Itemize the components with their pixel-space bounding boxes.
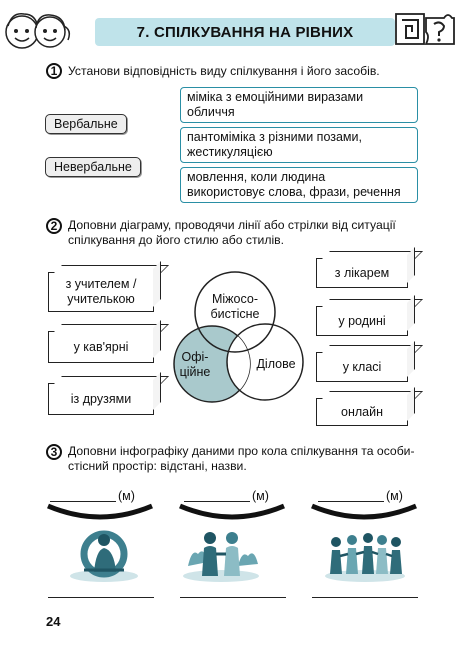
circle-arc-3 [311,503,417,520]
venn-label-official: Офі- ційне [179,350,211,379]
circle-arc-1 [47,503,153,520]
task-3-number: 3 [46,444,62,460]
venn-label-business: Ділове [256,357,296,371]
distance-blank-1[interactable] [50,500,116,502]
definition-pantomimics[interactable]: пантоміміка з різними позами, жестикуляц… [180,127,418,163]
situation-friends[interactable]: із друзями [48,383,154,415]
situation-doctor[interactable]: з лікарем [316,258,408,288]
puzzle-icon [395,13,455,45]
distance-blank-3[interactable] [318,500,384,502]
page-title: 7. СПІЛКУВАННЯ НА РІВНИХ [95,18,395,46]
circle-name-blank-1[interactable] [48,596,154,598]
venn-label-interpersonal: Міжосо- бистісне [210,292,260,321]
situation-online[interactable]: онлайн [316,398,408,426]
situation-teacher[interactable]: з учителем / учителькою [48,272,154,312]
task-3-instruction: Доповни інфографіку даними про кола спіл… [68,444,415,473]
kids-faces-icon [5,13,71,49]
task-1-instruction: Установи відповідність виду спілкування … [68,64,380,78]
definition-mimics[interactable]: міміка з емоційними виразами обличчя [180,87,418,123]
situation-family[interactable]: у родині [316,306,408,336]
task-2-instruction: Доповни діаграму, проводячи лінії або ст… [68,218,396,247]
circle-name-blank-2[interactable] [180,596,286,598]
task-1-number: 1 [46,63,62,79]
two-people-talking-icon [183,532,259,582]
type-nonverbal[interactable]: Невербальне [45,157,141,177]
unit-label-1: (м) [118,489,135,503]
circle-name-blank-3[interactable] [312,596,418,598]
definition-speech[interactable]: мовлення, коли людина використовує слова… [180,167,418,203]
task-2-number: 2 [46,218,62,234]
venn-circle-interpersonal [194,271,276,353]
page-number: 24 [46,614,61,629]
situation-class[interactable]: у класі [316,352,408,382]
person-with-lifebuoy-icon [70,530,138,582]
unit-label-3: (м) [386,489,403,503]
venn-circle-business [226,323,304,401]
unit-label-2: (м) [252,489,269,503]
situation-cafe[interactable]: у кав'ярні [48,331,154,363]
group-of-people-icon [325,533,405,582]
type-verbal[interactable]: Вербальне [45,114,127,134]
distance-blank-2[interactable] [184,500,250,502]
circle-arc-2 [179,503,285,520]
venn-diagram [173,271,304,403]
